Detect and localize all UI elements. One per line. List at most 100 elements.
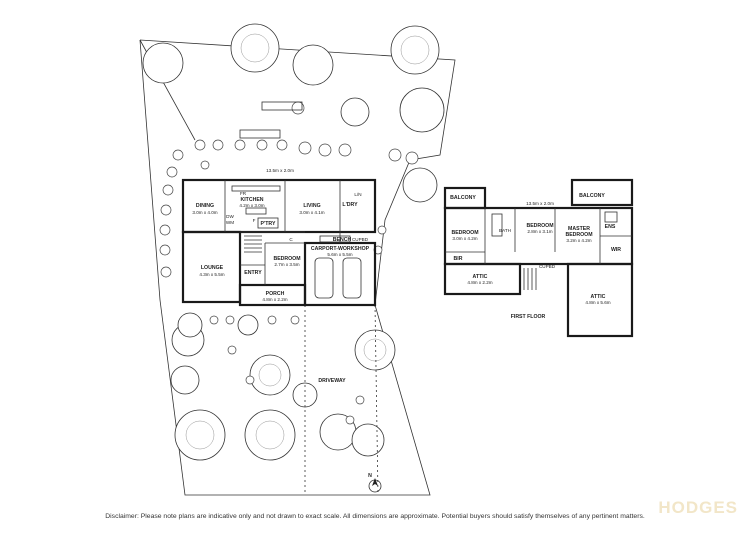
attic-left-label: ATTIC — [473, 274, 488, 280]
ln-label: L/N — [354, 192, 361, 197]
tree-icon — [142, 42, 184, 84]
balcony-right-label: BALCONY — [579, 193, 605, 199]
kitchen-label: KITCHEN — [240, 197, 263, 203]
wir-label: WIR — [611, 247, 621, 253]
tree-icon — [237, 314, 259, 336]
carport-label: CARPORT-WORKSHOP — [311, 246, 370, 252]
porch-wall — [238, 283, 307, 307]
shrub-icon — [318, 143, 332, 157]
bath-label: BATH — [499, 228, 511, 233]
ldry-label: L'DRY — [342, 202, 358, 208]
bedroom-mid-dim: 2.8m x 3.1m — [527, 229, 552, 234]
master-label: MASTER — [568, 226, 590, 232]
shrub-icon — [345, 415, 355, 425]
bedroom-left-dim: 3.0m x 4.2m — [452, 236, 477, 241]
fr-label: FR — [240, 191, 247, 196]
first-overall-dim: 13.5m x 2.0m — [526, 201, 554, 206]
balcony-left-label: BALCONY — [450, 195, 476, 201]
shrubs — [159, 101, 419, 425]
master-dim: 3.2m x 4.2m — [566, 238, 591, 243]
driveway-edge — [304, 304, 379, 496]
ptry-label: P'TRY — [261, 221, 276, 227]
north-arrow-icon: N — [368, 473, 382, 493]
ground-overall-dim: 13.5m x 2.0m — [266, 168, 294, 173]
shrub-icon — [227, 345, 237, 355]
car-icon — [342, 257, 362, 299]
svg-text:N: N — [368, 473, 372, 479]
tree-icon — [292, 44, 334, 86]
bedroom-mid-label: BEDROOM — [526, 223, 553, 229]
bedroom-left-label: BEDROOM — [451, 230, 478, 236]
shrub-icon — [388, 148, 402, 162]
shrub-icon — [234, 139, 246, 151]
tree-icon — [170, 365, 200, 395]
shrub-icon — [267, 315, 277, 325]
living-label: LIVING — [303, 203, 320, 209]
tree-icon — [390, 25, 440, 75]
shrub-icon — [162, 184, 174, 196]
tree-icon — [351, 423, 385, 457]
trees — [142, 23, 445, 461]
brand-watermark: HODGES — [658, 498, 738, 517]
shrub-icon — [290, 315, 300, 325]
carport-dim: 5.6m x 5.5m — [327, 252, 352, 257]
shrub-icon — [225, 315, 235, 325]
shrub-icon — [245, 375, 255, 385]
car-icon — [314, 257, 334, 299]
closet-label: C — [289, 237, 293, 242]
tree-icon — [249, 354, 291, 396]
stairs — [523, 268, 537, 290]
attic-left-dim: 4.8m x 2.2m — [467, 280, 492, 285]
tree-icon — [402, 167, 438, 203]
shrub-icon — [172, 149, 184, 161]
shrub-icon — [200, 160, 210, 170]
tree-icon — [244, 409, 296, 461]
first-floor: 13.5m x 2.0m BALCONY BALCONY BEDROOM 3.0… — [443, 178, 634, 338]
shrub-icon — [160, 204, 172, 216]
disclaimer-text: Disclaimer: Please note plans are indica… — [105, 513, 645, 520]
shrub-icon — [209, 315, 219, 325]
first-floor-title: FIRST FLOOR — [511, 314, 546, 320]
attic-left — [443, 262, 522, 296]
bedroom-dim: 2.7m x 3.5m — [274, 262, 299, 267]
shrub-icon — [355, 395, 365, 405]
tree-icon — [399, 87, 445, 133]
site-boundary — [139, 39, 456, 496]
garden-bed — [261, 101, 303, 111]
lounge-dim: 4.3m x 5.5m — [199, 272, 224, 277]
shrub-icon — [194, 139, 206, 151]
shrub-icon — [256, 139, 268, 151]
driveway-label: DRIVEWAY — [318, 378, 346, 384]
bedroom-label: BEDROOM — [273, 256, 300, 262]
kitchen-dim: 4.2m x 3.0m — [239, 203, 264, 208]
attic-right-label: ATTIC — [591, 294, 606, 300]
shrub-icon — [212, 139, 224, 151]
dw-label: DW — [226, 214, 234, 219]
tree-icon — [340, 97, 370, 127]
attic-right-dim: 4.8m x 5.6m — [585, 300, 610, 305]
cupbd-upper-label: CUPBD — [539, 264, 556, 269]
tree-icon — [230, 23, 280, 73]
porch-dim: 4.8m x 2.2m — [262, 297, 287, 302]
shrub-icon — [159, 244, 171, 256]
wm-label: WM — [226, 220, 234, 225]
shrub-icon — [276, 139, 288, 151]
tree-icon — [174, 409, 226, 461]
shrub-icon — [160, 266, 172, 278]
bench-label: BENCH — [333, 237, 352, 243]
shrub-icon — [405, 151, 419, 165]
garden-bed — [239, 129, 281, 139]
shrub-icon — [298, 141, 312, 155]
tree-icon — [177, 312, 203, 338]
shrub-icon — [166, 166, 178, 178]
porch-label: PORCH — [266, 291, 285, 297]
ground-floor: 13.5m x 2.0m DINING 3.0m x 4.0m KITCHEN … — [181, 168, 377, 307]
balcony-right — [570, 178, 634, 207]
lounge-wall — [181, 230, 242, 304]
f-label: F — [253, 218, 256, 223]
ens-label: ENS — [605, 224, 616, 230]
stairs — [244, 235, 262, 253]
cupbd-label: CUPBD — [352, 237, 369, 242]
